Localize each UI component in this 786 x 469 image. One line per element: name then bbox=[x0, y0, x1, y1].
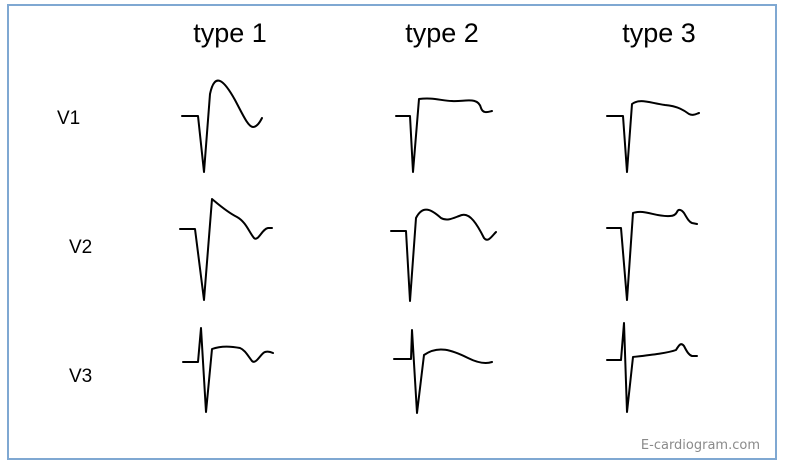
row-label-v3: V3 bbox=[69, 366, 93, 387]
row-label-v1: V1 bbox=[57, 108, 81, 129]
ecg-trace-v2-type1 bbox=[179, 198, 273, 301]
ecg-trace-v3-type1 bbox=[182, 327, 274, 413]
column-header-type-1: type 1 bbox=[193, 18, 267, 48]
column-header-type-3: type 3 bbox=[622, 18, 696, 48]
ecg-trace-v2-type2 bbox=[390, 208, 497, 302]
ecg-trace-v3-type2 bbox=[393, 329, 493, 414]
ecg-trace-v2-type3 bbox=[606, 208, 698, 301]
row-label-v2: V2 bbox=[69, 237, 93, 258]
watermark-text: E-cardiogram.com bbox=[640, 438, 760, 453]
ecg-trace-v3-type3 bbox=[606, 322, 698, 413]
ecg-trace-v1-type2 bbox=[395, 97, 493, 173]
ecg-trace-v1-type1 bbox=[181, 79, 263, 173]
ecg-trace-v1-type3 bbox=[606, 100, 700, 173]
column-header-type-2: type 2 bbox=[405, 18, 479, 48]
